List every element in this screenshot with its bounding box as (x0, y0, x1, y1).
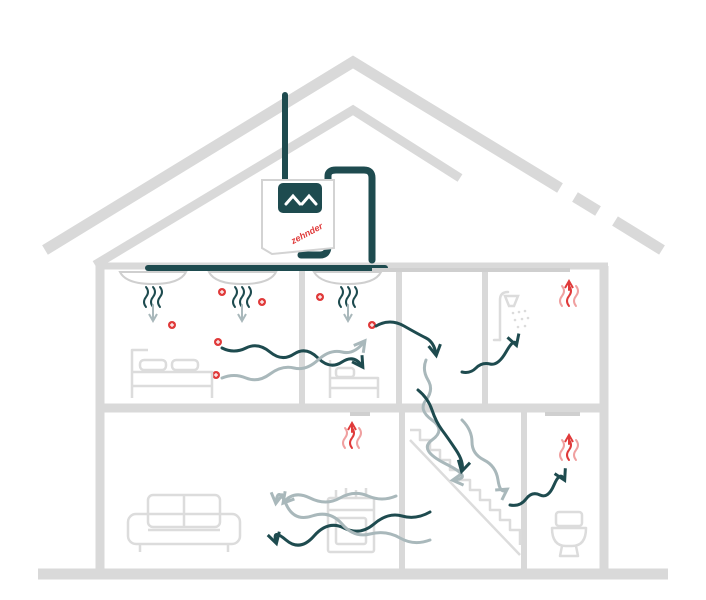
toilet-icon (550, 510, 588, 558)
stove-icon (326, 488, 376, 554)
airflow-arrow-icon (220, 320, 567, 547)
sofa-icon (126, 493, 242, 552)
staircase-icon (409, 428, 522, 556)
bed-icon (130, 348, 214, 398)
duct-icon (145, 92, 388, 271)
house-outline-icon (38, 55, 668, 580)
supply-airflow-arrows (143, 286, 358, 324)
extract-duct (350, 268, 580, 416)
ventilation-unit-icon: zehnder (261, 179, 335, 256)
shower-icon (492, 290, 530, 342)
plus-icon (168, 288, 376, 379)
heat-wave-icon (342, 278, 579, 461)
ceiling-vent-icon (118, 271, 383, 286)
